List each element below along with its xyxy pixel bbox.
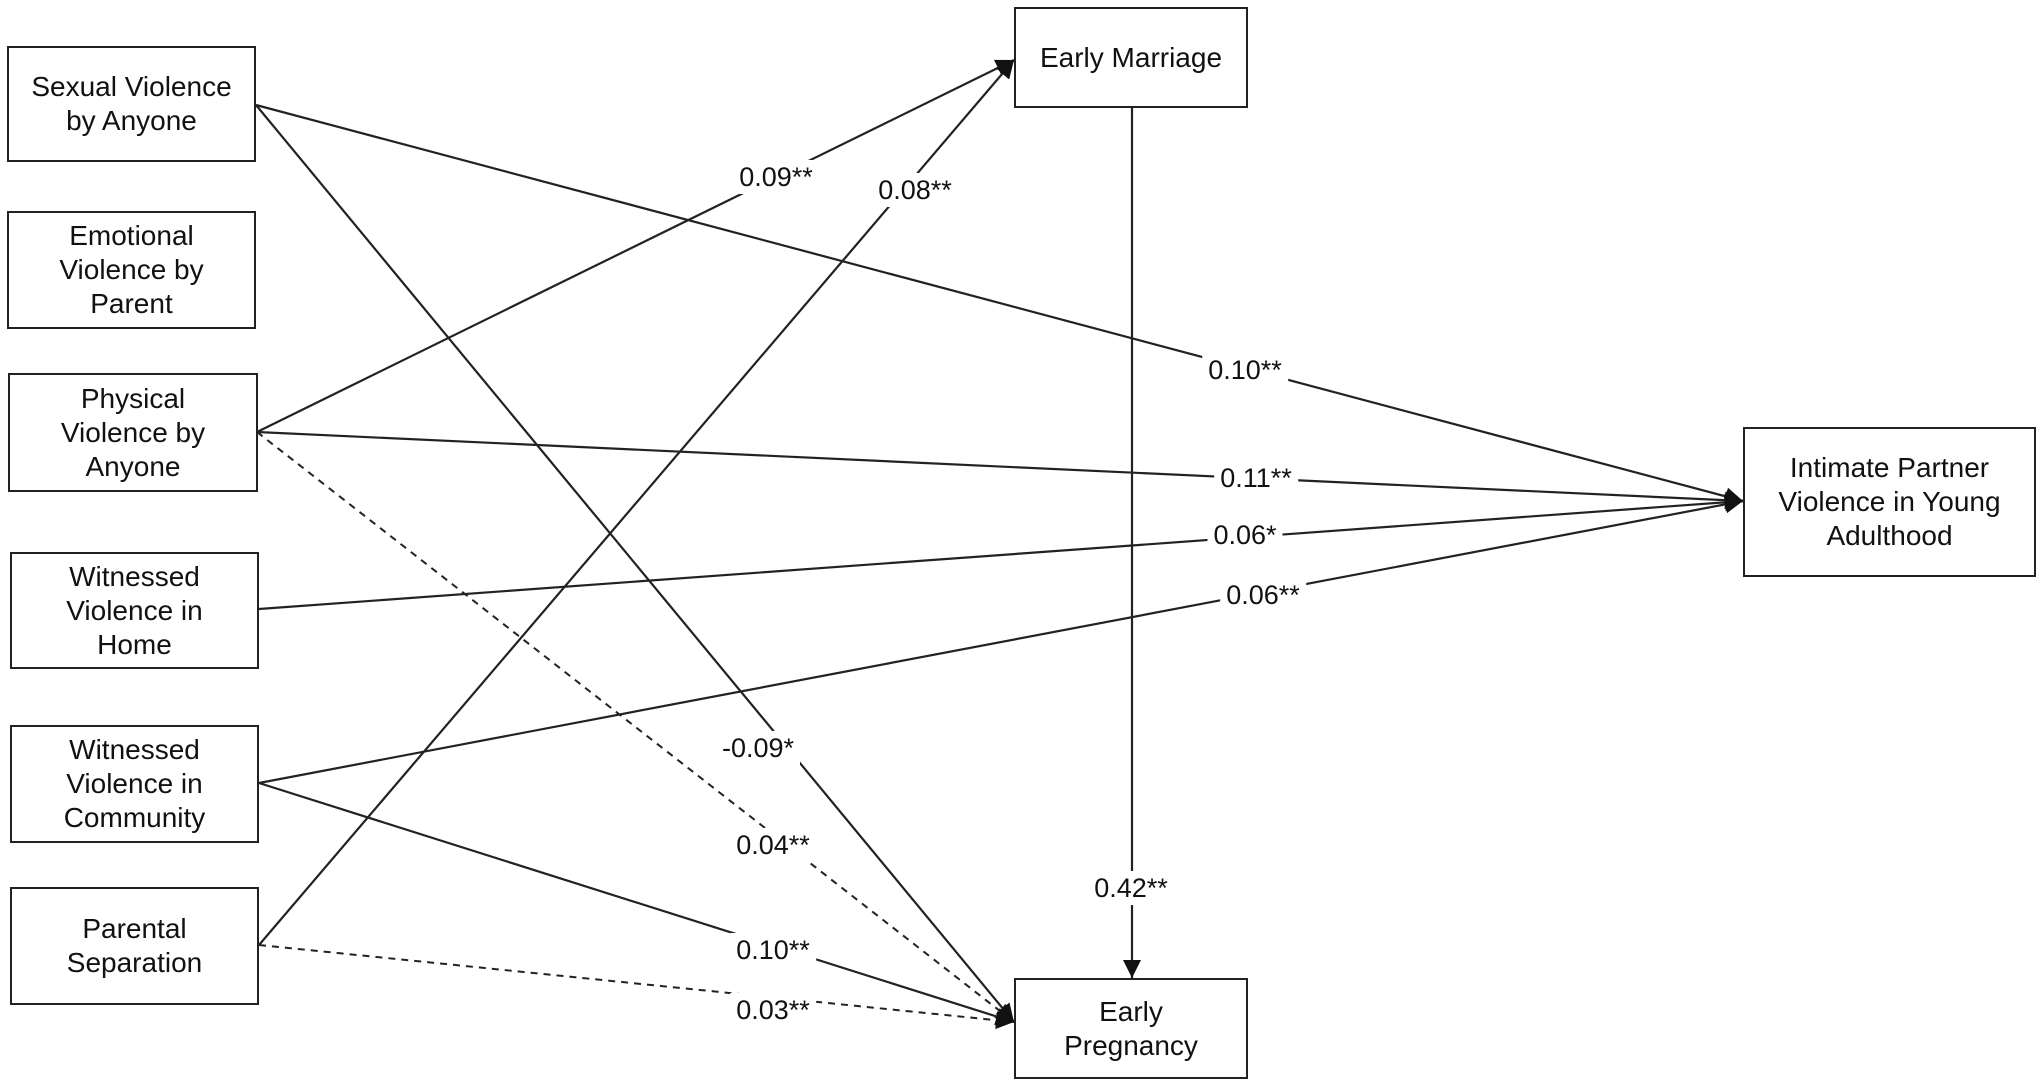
path-arrow-home-ipv: [258, 493, 1744, 611]
node-sexual-violence-by-anyone: Sexual Violence by Anyone: [7, 46, 256, 162]
path-arrow-physical-pregnancy: [256, 431, 1015, 1023]
node-witnessed-violence-in-community: Witnessed Violence in Community: [10, 725, 259, 843]
node-physical-violence-by-anyone: Physical Violence by Anyone: [8, 373, 258, 492]
node-intimate-partner-violence: Intimate Partner Violence in Young Adult…: [1743, 427, 2036, 577]
edge-label-physical-marriage: 0.09**: [733, 160, 819, 194]
path-arrow-community-ipv: [258, 495, 1744, 785]
node-label: Intimate Partner Violence in Young Adult…: [1778, 452, 2001, 551]
path-arrow-sexual-pregnancy: [255, 104, 1015, 1023]
edge-label-physical-pregnancy: 0.04**: [730, 828, 816, 862]
node-label: Witnessed Violence in Community: [63, 734, 206, 833]
node-witnessed-violence-in-home: Witnessed Violence in Home: [10, 552, 259, 669]
edge-label-physical-ipv: 0.11**: [1214, 461, 1298, 495]
path-arrow-physical-ipv: [256, 430, 1744, 510]
edge-label-community-ipv: 0.06**: [1220, 578, 1306, 612]
node-emotional-violence-by-parent: Emotional Violence by Parent: [7, 211, 256, 329]
node-label: Emotional Violence by Parent: [59, 220, 204, 319]
edge-label-marriage-pregnancy: 0.42**: [1088, 871, 1174, 905]
edge-label-community-pregnancy: 0.10**: [730, 933, 816, 967]
node-label: Early Pregnancy: [1064, 995, 1198, 1061]
node-label: Physical Violence by Anyone: [60, 382, 206, 482]
node-parental-separation: Parental Separation: [10, 887, 259, 1005]
edge-label-parental-marriage: 0.08**: [872, 173, 958, 207]
node-label: Witnessed Violence in Home: [66, 560, 203, 660]
path-arrow-parental-pregnancy: [258, 944, 1015, 1030]
path-arrow-physical-marriage: [256, 59, 1015, 433]
node-label: Parental Separation: [66, 913, 203, 978]
edge-label-sexual-pregnancy: -0.09*: [715, 731, 801, 765]
path-arrow-parental-marriage: [258, 59, 1015, 946]
path-arrow-sexual-ipv: [255, 103, 1744, 506]
edge-label-home-ipv: 0.06*: [1207, 518, 1283, 552]
path-arrow-community-pregnancy: [258, 781, 1015, 1026]
node-early-marriage: Early Marriage: [1014, 7, 1248, 108]
edge-label-parental-pregnancy: 0.03**: [730, 993, 816, 1027]
node-early-pregnancy: Early Pregnancy: [1014, 978, 1248, 1079]
node-label: Early Marriage: [1039, 41, 1223, 73]
edge-label-sexual-ipv: 0.10**: [1202, 353, 1288, 387]
node-label: Sexual Violence by Anyone: [31, 71, 232, 136]
